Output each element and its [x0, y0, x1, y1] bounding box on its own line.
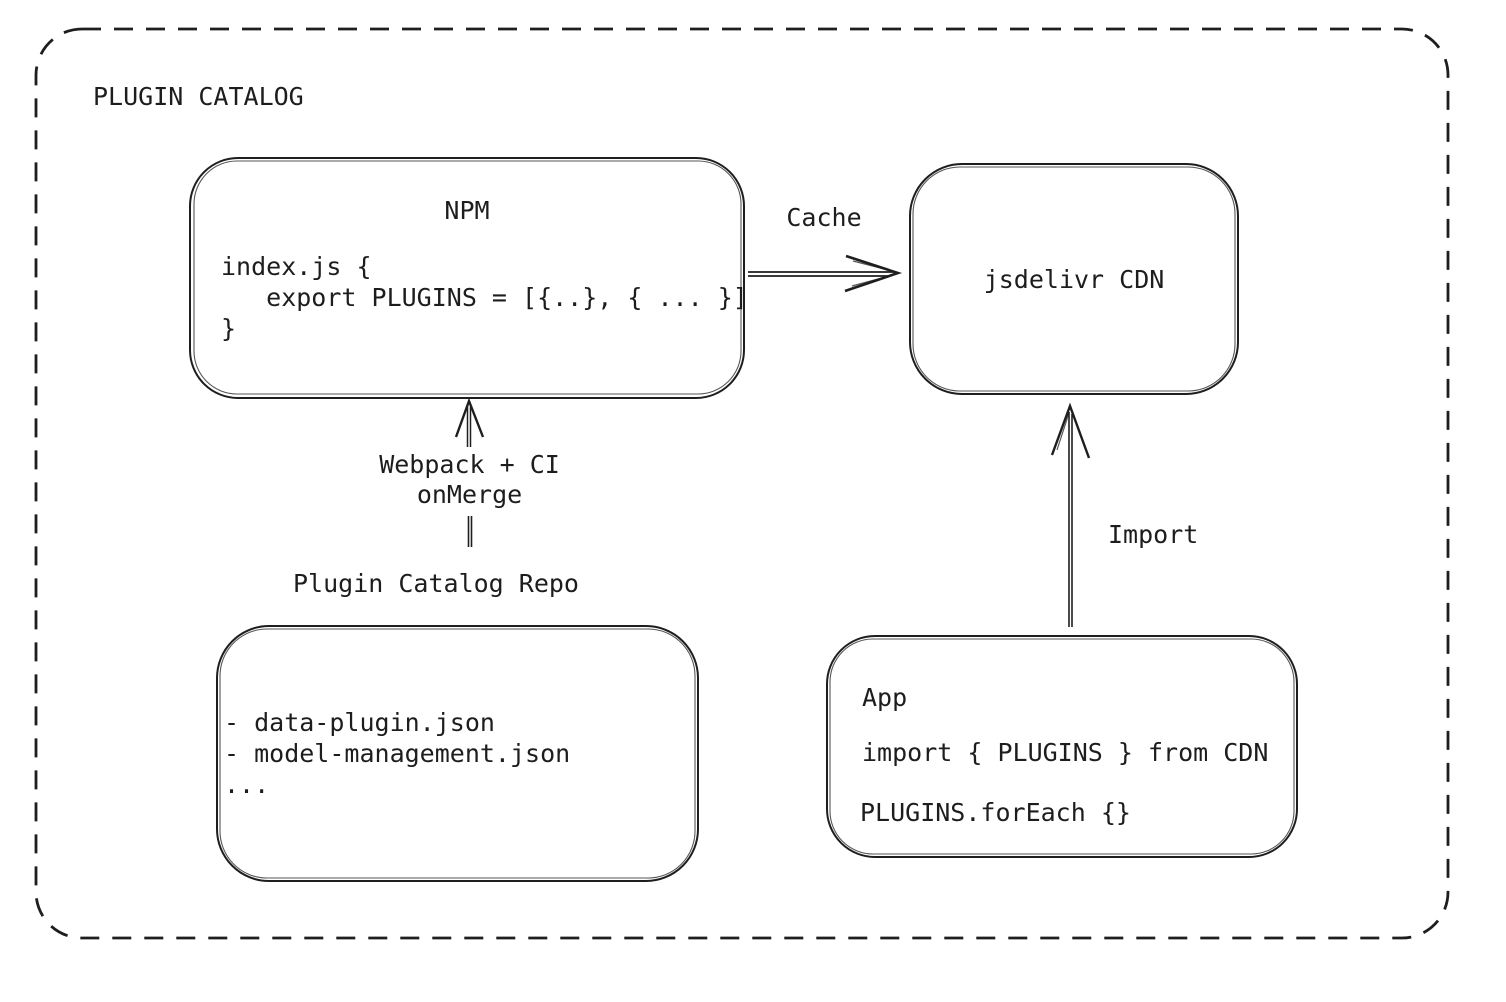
npm-code-block: index.js { export PLUGINS = [{..}, { ...… — [221, 251, 748, 344]
cdn-box-label: jsdelivr CDN — [983, 265, 1165, 294]
repo-file-item-2: - model-management.json — [224, 739, 571, 768]
repo-box-label: Plugin Catalog Repo — [293, 569, 579, 598]
diagram-title: PLUGIN CATALOG — [93, 82, 304, 111]
npm-code-line-2: export PLUGINS = [{..}, { ... }] — [221, 283, 748, 312]
cache-arrow — [748, 254, 903, 293]
npm-code-line-3: } — [221, 314, 237, 343]
import-arrow-label: Import — [1108, 520, 1199, 549]
repo-file-item-1: - data-plugin.json — [224, 708, 495, 737]
cdn-box — [909, 163, 1239, 395]
plugin-catalog-dashed-border — [34, 27, 1450, 940]
app-box-title: App — [862, 683, 908, 712]
npm-box — [189, 157, 745, 399]
app-code-line-1: import { PLUGINS } from CDN — [862, 738, 1269, 767]
webpack-arrow — [454, 397, 485, 547]
repo-box — [216, 625, 699, 882]
cache-arrow-label: Cache — [786, 203, 862, 232]
app-box — [826, 635, 1298, 858]
npm-code-line-1: index.js { — [221, 252, 372, 281]
repo-file-list: - data-plugin.json - model-management.js… — [224, 707, 570, 800]
webpack-arrow-label-line-2: onMerge — [416, 480, 523, 509]
repo-file-ellipsis: ... — [224, 770, 270, 799]
webpack-arrow-label-line-1: Webpack + CI — [379, 450, 560, 479]
webpack-arrow-label: Webpack + CI onMerge — [329, 450, 610, 510]
import-arrow — [1050, 402, 1091, 627]
app-code-line-2: PLUGINS.forEach {} — [860, 798, 1131, 827]
npm-box-title: NPM — [444, 196, 490, 225]
